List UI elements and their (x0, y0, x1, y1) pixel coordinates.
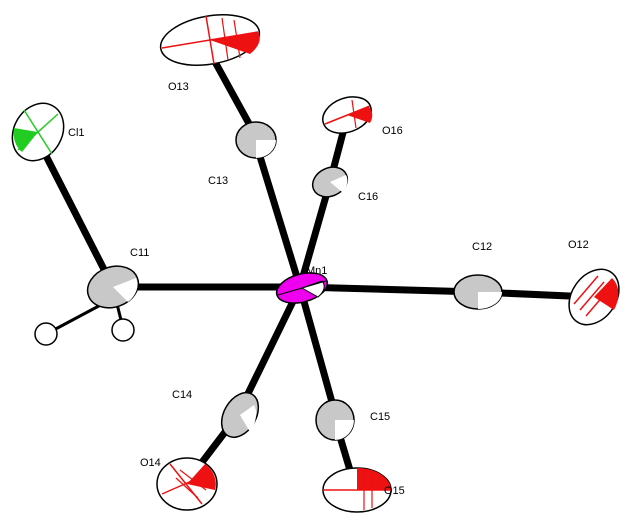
atom-c11-octant (113, 278, 138, 302)
bond-c11-cl1 (38, 144, 117, 291)
atom-o13-hatch-b (233, 19, 241, 59)
atom-c13-octant (256, 140, 276, 158)
atom-o14 (156, 457, 218, 511)
atom-mn1-axis (277, 280, 327, 296)
atom-c16 (311, 166, 349, 198)
atom-o12-hatch-c (573, 275, 599, 305)
bond-mn1-c14 (236, 283, 304, 414)
atom-o12-octant (594, 278, 619, 310)
bond-mn1-c16 (296, 178, 334, 291)
atom-o15-octant (357, 468, 391, 490)
atom-o13-octant (210, 32, 260, 54)
bond-mn1-c12 (296, 283, 482, 296)
atom-h11a (34, 322, 58, 346)
atom-o16 (322, 96, 373, 134)
atom-o13 (159, 14, 261, 66)
atom-mn1-octant (300, 280, 325, 298)
atom-c15-octant (335, 420, 354, 440)
atom-o14-axis-a (161, 471, 213, 495)
atom-c16-octant (330, 175, 348, 192)
label-o15: O15 (384, 485, 405, 497)
atom-h11b (111, 318, 135, 342)
atom-mn1 (275, 272, 329, 304)
atom-o14-hatch-b (179, 469, 207, 491)
label-o12: O12 (568, 239, 589, 251)
label-c13: C13 (208, 175, 228, 187)
label-mn1: Mn1 (306, 265, 327, 277)
atom-c15 (315, 399, 355, 441)
atom-o13-hatch-a (221, 17, 229, 61)
atom-c14-octant (240, 405, 257, 432)
atom-o13-axis-b (205, 15, 215, 65)
label-o14: O14 (140, 457, 161, 469)
label-o16: O16 (382, 125, 403, 137)
label-c12: C12 (472, 241, 492, 253)
atom-labels: Mn1 Cl1 C11 C12 C13 C14 C15 C16 O12 O13 … (68, 81, 589, 497)
label-cl1: Cl1 (68, 127, 85, 139)
atom-c13 (235, 121, 277, 159)
atom-o16-octant (347, 106, 373, 123)
atom-o15 (322, 467, 392, 513)
atom-c14 (220, 391, 260, 439)
atom-o12 (568, 268, 620, 326)
atom-c12 (453, 274, 503, 310)
label-c16: C16 (358, 191, 378, 203)
atom-o16-hatch-a (351, 99, 357, 129)
atom-o12-hatch-b (585, 287, 611, 317)
atoms (11, 14, 620, 513)
atom-o12-hatch-a (579, 281, 605, 311)
atom-cl1 (11, 102, 65, 162)
atom-cl1-axis-b (23, 109, 53, 155)
label-c11: C11 (130, 247, 149, 259)
bond-mn1-c15 (296, 283, 339, 417)
atom-cl1-octant (13, 128, 38, 152)
label-c14: C14 (172, 389, 192, 401)
bond-mn1-c13 (254, 146, 304, 291)
label-c15: C15 (370, 411, 390, 423)
atom-o16-axis-a (324, 105, 371, 125)
atom-c12-octant (478, 292, 502, 309)
label-o13: O13 (168, 81, 189, 93)
atom-o14-hatch-a (175, 477, 199, 499)
atom-c11 (86, 265, 140, 309)
